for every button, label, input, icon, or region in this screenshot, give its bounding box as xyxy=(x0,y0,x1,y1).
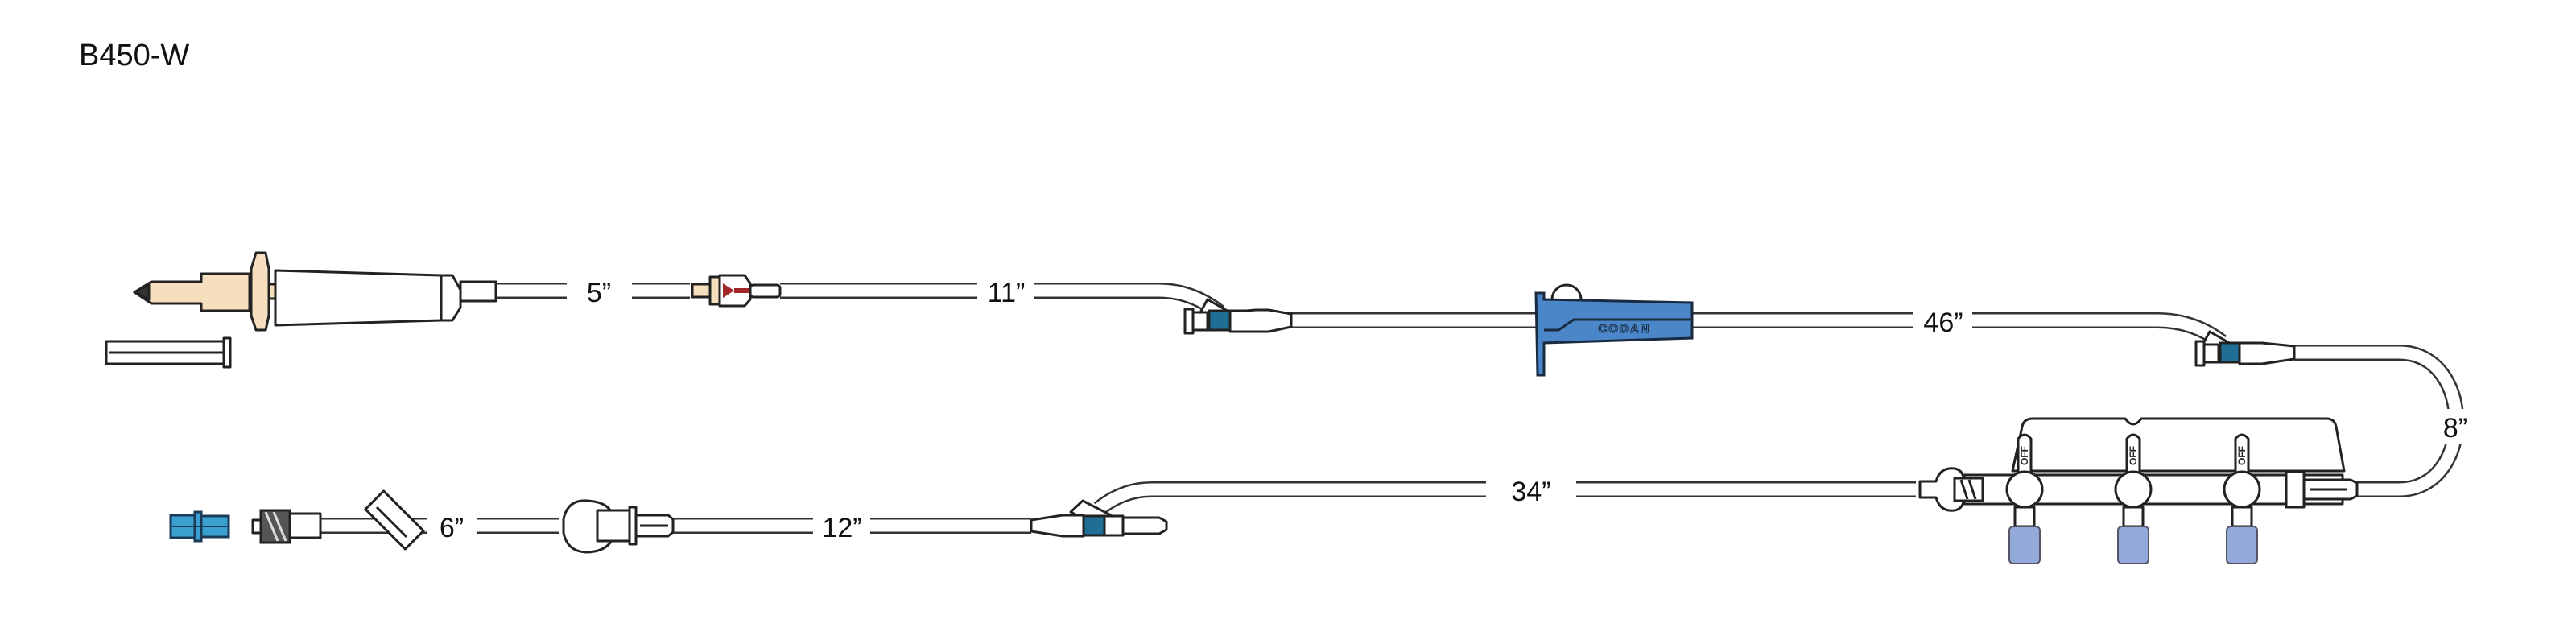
product-code: B450-W xyxy=(79,39,190,72)
clamp-brand-label: CODAN xyxy=(1599,322,1651,336)
length-label: 12” xyxy=(822,513,861,543)
luer-cap[interactable] xyxy=(169,510,230,543)
length-label: 34” xyxy=(1511,477,1550,507)
male-luer-lock xyxy=(251,509,322,544)
length-label: 8” xyxy=(2443,413,2467,444)
port-cap[interactable] xyxy=(2117,526,2149,564)
slide-clamp[interactable] xyxy=(364,489,425,551)
stopcock-off-label: OFF xyxy=(2019,446,2030,465)
spike xyxy=(133,272,251,312)
spike-cap xyxy=(105,336,232,369)
port-cap[interactable] xyxy=(2226,526,2258,564)
stopcock-manifold: OFF OFF OFF xyxy=(1918,417,2359,564)
port-cap[interactable] xyxy=(2008,526,2041,564)
stopcock-1[interactable]: OFF xyxy=(2005,433,2044,564)
spike-drip-chamber xyxy=(133,251,497,332)
stopcock-off-label: OFF xyxy=(2128,446,2139,465)
length-label: 11” xyxy=(988,278,1026,308)
stopcock-3[interactable]: OFF xyxy=(2223,433,2261,564)
stopcock-off-label: OFF xyxy=(2236,446,2248,465)
roller-clamp: CODAN xyxy=(1534,283,1694,377)
drip-chamber xyxy=(274,269,443,327)
y-site-connector xyxy=(1183,298,1293,335)
y-site-connector-3 xyxy=(1030,499,1168,538)
check-valve xyxy=(691,274,782,308)
length-label: 6” xyxy=(440,513,464,543)
length-label: 46” xyxy=(1923,308,1963,338)
stopcock-2[interactable]: OFF xyxy=(2114,433,2153,564)
spike-tip-icon xyxy=(133,283,151,301)
manifold-housing xyxy=(2011,417,2346,473)
length-label: 5” xyxy=(587,278,611,308)
tubing xyxy=(320,283,2465,534)
y-site-connector-2 xyxy=(2194,330,2296,367)
lower-connector xyxy=(562,499,675,554)
chamber-flange xyxy=(250,251,270,332)
